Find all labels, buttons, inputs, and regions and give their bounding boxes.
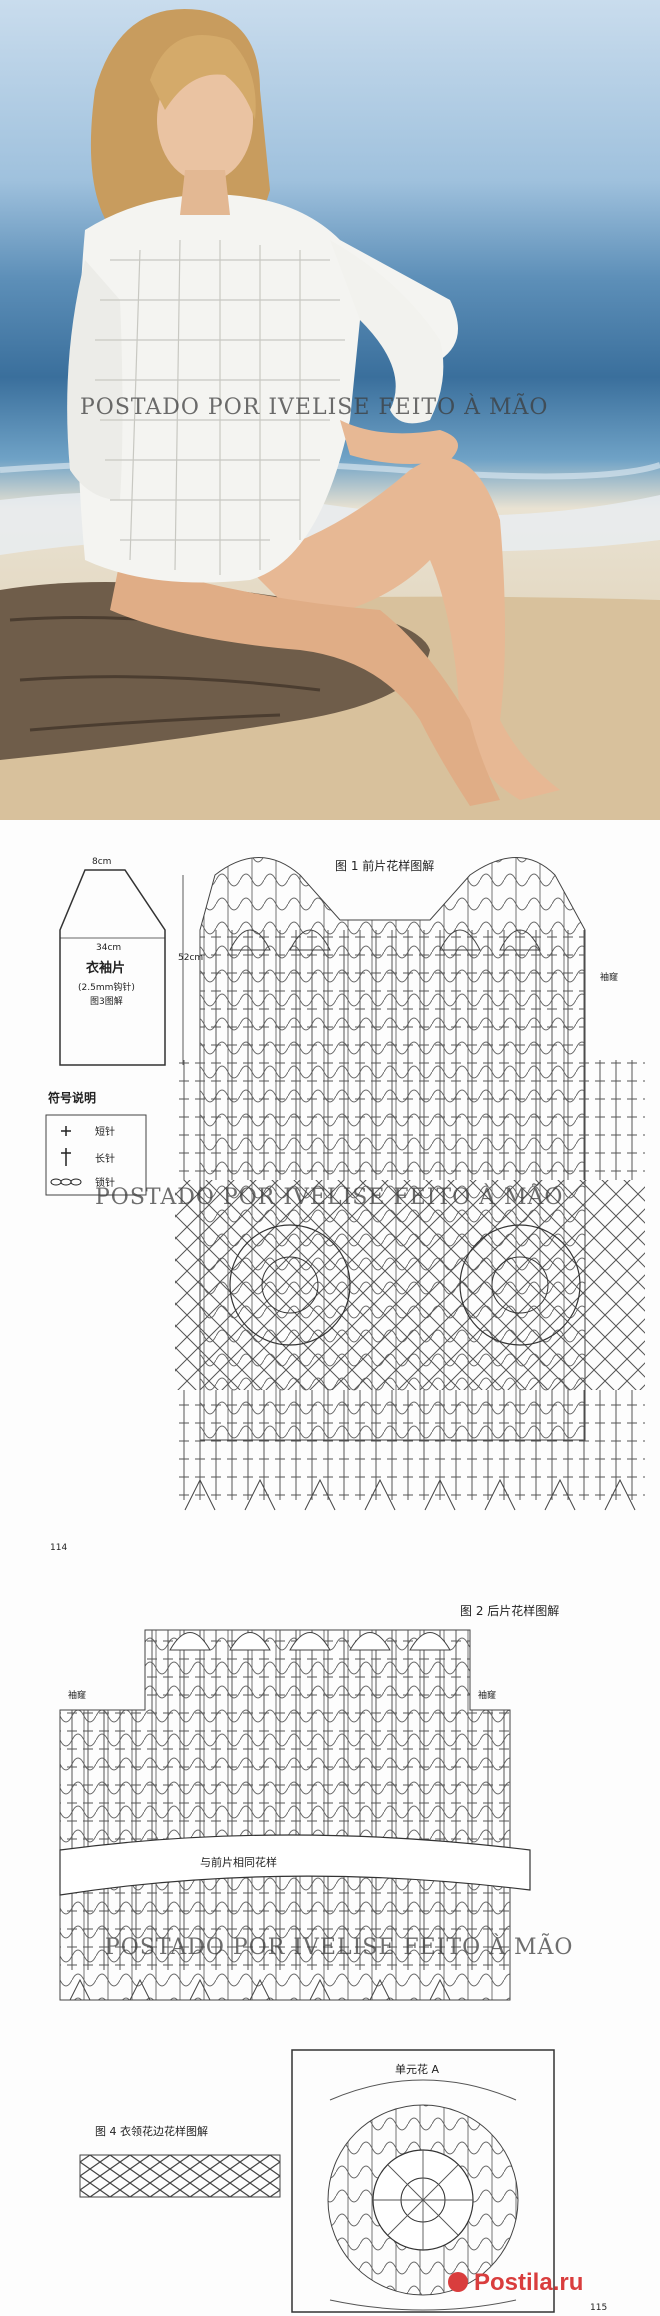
sleeve-width: 34cm [96, 943, 121, 953]
model-photo-illustration [0, 9, 660, 820]
site-logo-icon [448, 2272, 468, 2292]
sleeve-top-width: 8cm [92, 857, 111, 867]
sleeve-length: 52cm [178, 953, 203, 963]
sleeve-schematic [59, 869, 184, 1066]
watermark-text: POSTADO POR IVELISE FEITO À MÃO [95, 1185, 564, 1210]
model-photo: POSTADO POR IVELISE FEITO À MÃO [0, 0, 660, 820]
motif-a-frame [291, 2049, 555, 2313]
front-pattern-chart [175, 857, 645, 1511]
figure4-title: 图 4 衣领花边花样图解 [95, 2124, 208, 2138]
legend-item-sc: 短针 [95, 1125, 115, 1138]
figure2-armhole-right: 袖窿 [478, 1689, 496, 1701]
motif-a-chart [327, 2079, 519, 2311]
page-number-left: 114 [50, 1543, 67, 1553]
back-pattern-chart [59, 1629, 531, 2001]
sleeve-title: 衣袖片 [86, 960, 125, 976]
figure2-armhole-left: 袖窿 [68, 1689, 86, 1701]
figure1-title: 图 1 前片花样图解 [335, 858, 434, 873]
sleeve-note-figure: 图3图解 [90, 995, 123, 1007]
watermark-text: POSTADO POR IVELISE FEITO À MÃO [80, 395, 549, 420]
figure1-armhole-label: 袖窿 [600, 971, 618, 983]
legend-box [45, 1114, 147, 1196]
legend-title: 符号说明 [48, 1090, 96, 1105]
legend-symbols [50, 1126, 82, 1186]
figure2-title: 图 2 后片花样图解 [460, 1603, 559, 1618]
page-number-right: 115 [590, 2303, 607, 2313]
watermark-text: POSTADO POR IVELISE FEITO À MÃO [105, 1935, 574, 1960]
motif-a-title: 单元花 A [395, 2063, 439, 2076]
figure2-same-pattern-note: 与前片相同花样 [200, 1855, 277, 1869]
sleeve-note-hook: (2.5mm钩针) [78, 981, 135, 993]
front-pattern-chart-panel: 8cm 34cm 52cm 衣袖片 (2.5mm钩针) 图3图解 符号说明 短针… [0, 820, 660, 1560]
site-logo: Postila.ru [474, 2269, 583, 2296]
back-pattern-chart-panel: 图 2 后片花样图解 袖窿 袖窿 与前片相同花样 图 4 衣领花边花样图解 单元… [0, 1560, 660, 2316]
legend-item-ch: 锁针 [95, 1176, 115, 1189]
collar-edging-chart [79, 2154, 281, 2198]
legend-item-dc: 长针 [95, 1152, 115, 1165]
